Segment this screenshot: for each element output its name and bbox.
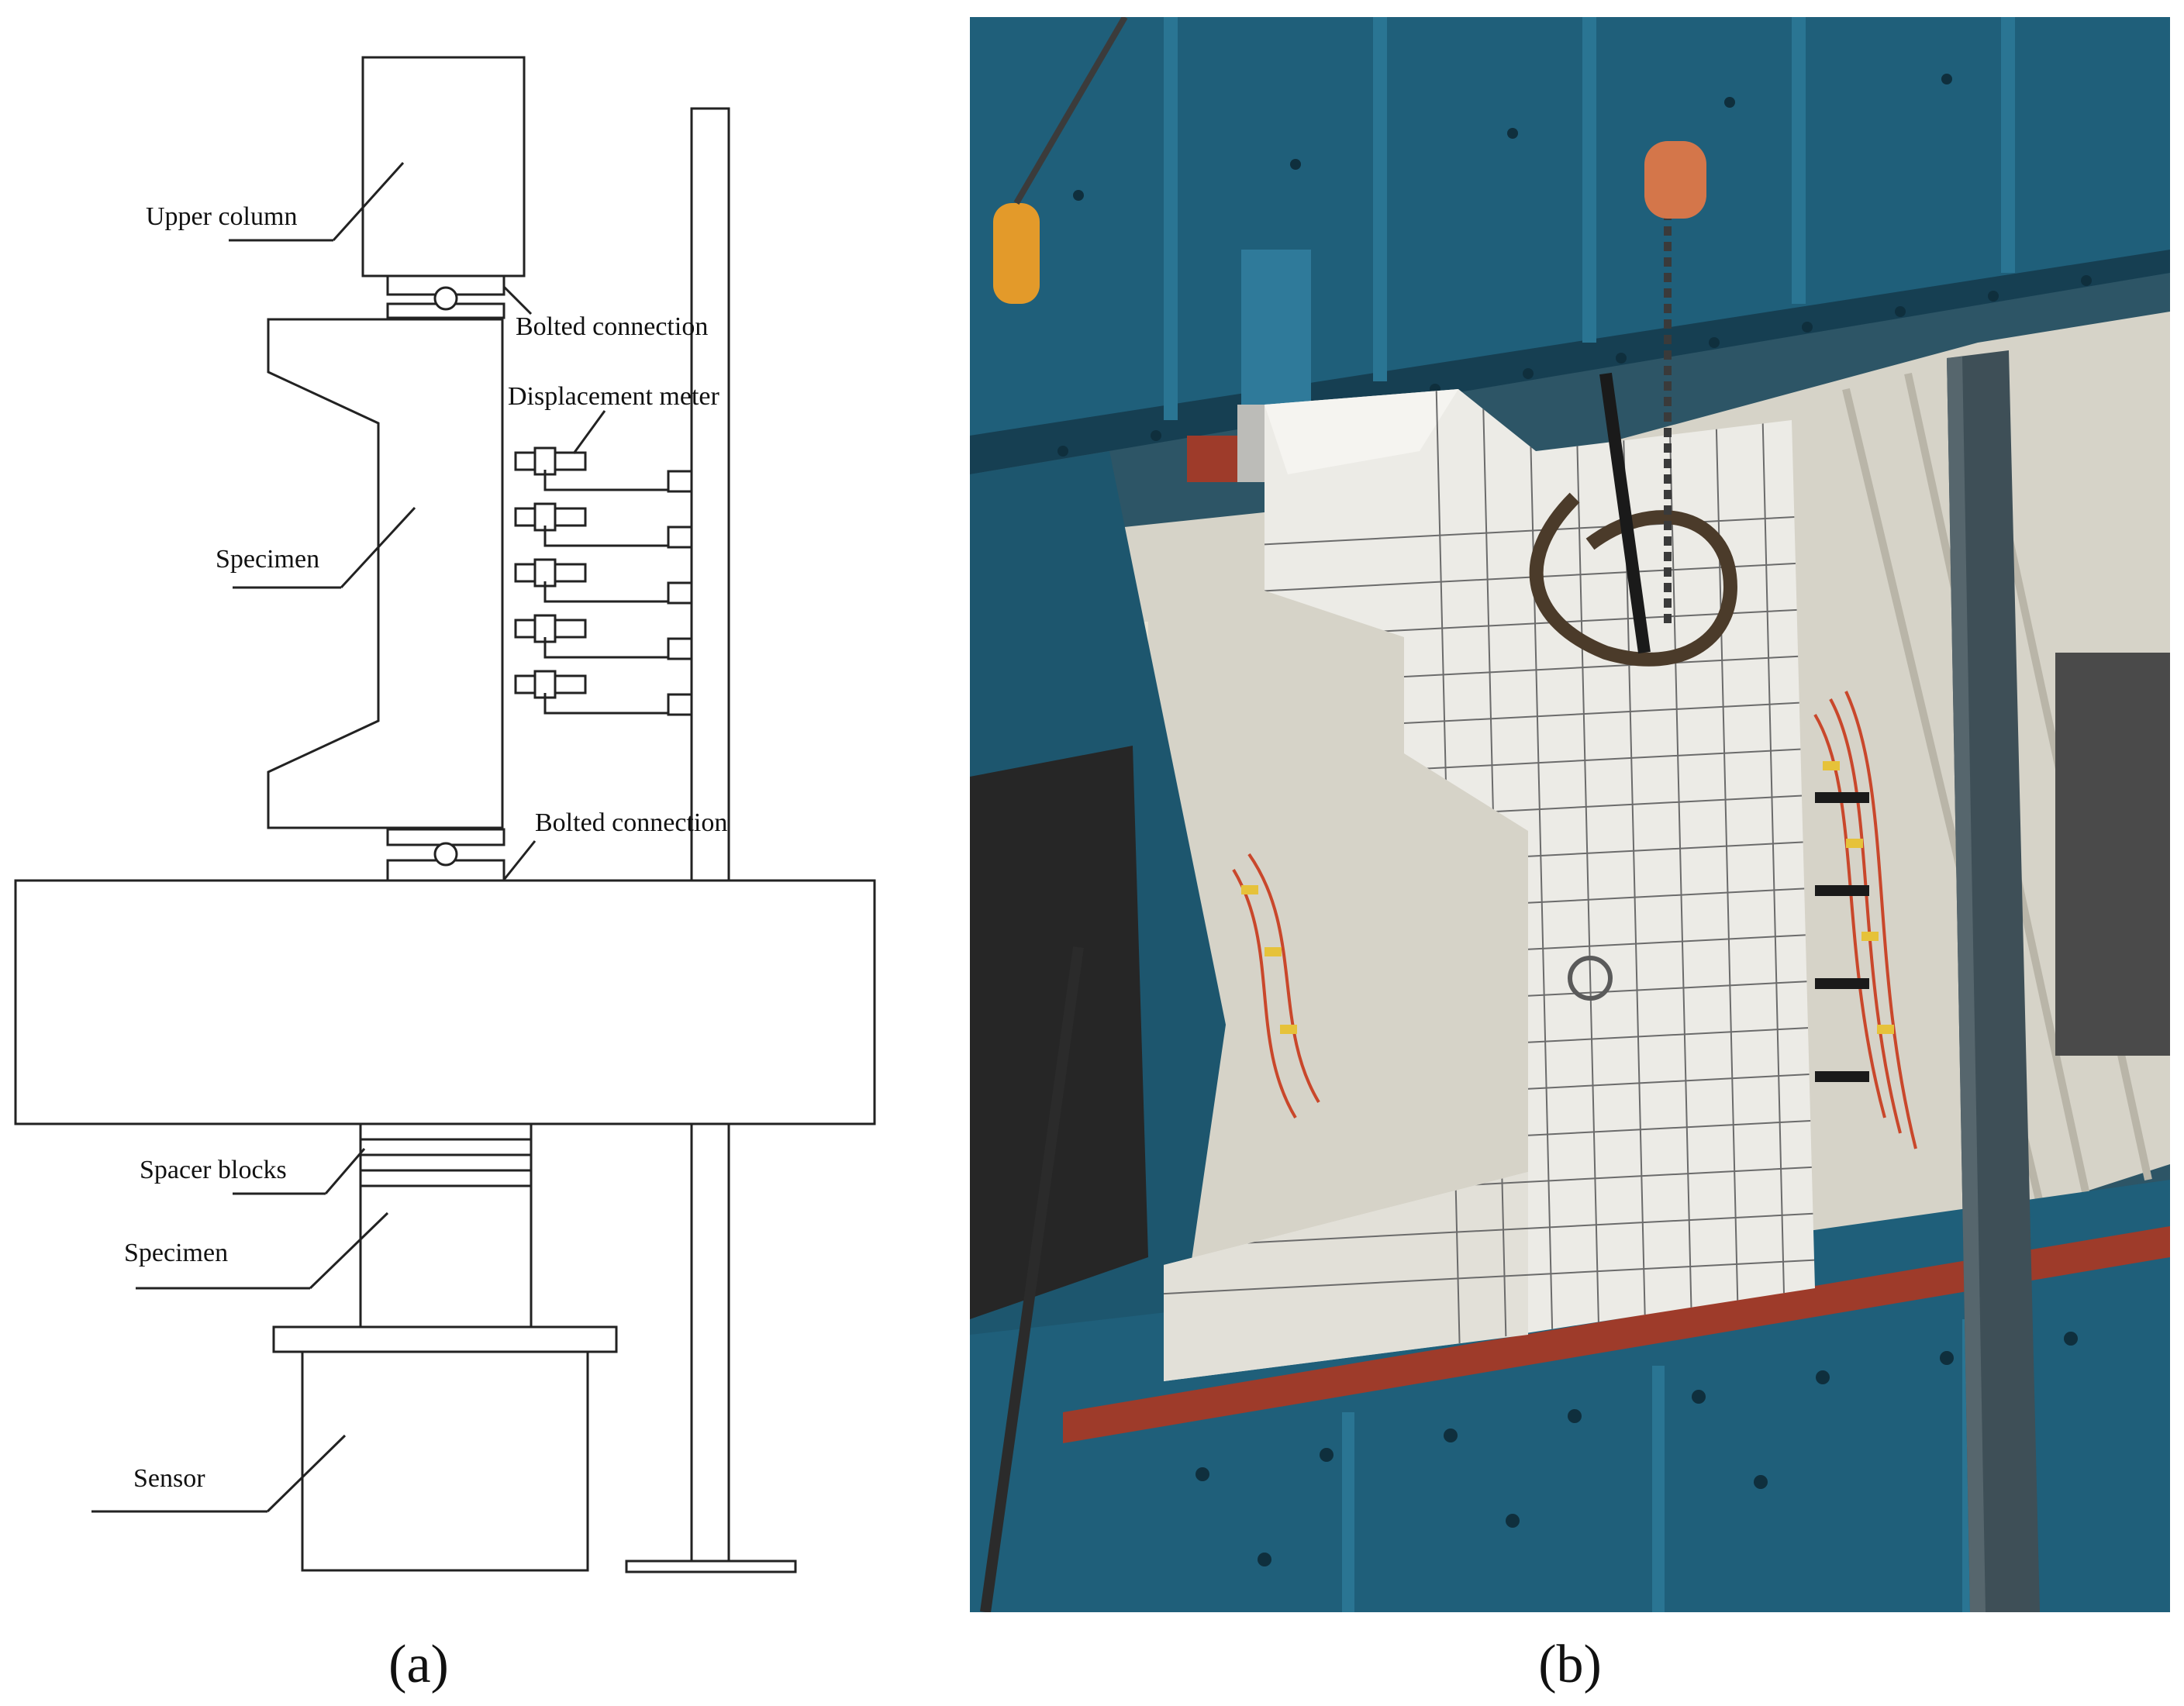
reference-post-edge — [1947, 357, 1986, 1612]
sensor-leader — [266, 1434, 347, 1513]
bottom-bolt-icon — [433, 842, 458, 867]
reaction-post-base — [625, 1560, 797, 1573]
caption-b: (b) — [1538, 1635, 1602, 1694]
dark-wall-panel — [2055, 653, 2170, 1056]
meter-mount — [667, 637, 693, 660]
rigging-rope — [980, 946, 1084, 1612]
upper-column-label: Upper column — [146, 202, 297, 231]
strain-gauge-wires — [1232, 691, 1917, 1149]
specimen-upper-leader — [340, 506, 416, 589]
bottom-bolt-leader — [502, 840, 537, 881]
displacement-meters — [514, 446, 693, 716]
meter-mount — [667, 526, 693, 549]
lifting-strap — [1529, 492, 1737, 667]
upper-specimen — [267, 318, 504, 829]
bolted-connection-top-label: Bolted connection — [516, 312, 708, 341]
displacement-meter — [514, 446, 693, 493]
specimen-top-face — [1265, 389, 1458, 474]
specimen-lower-label: Specimen — [124, 1239, 228, 1267]
test-setup-photo — [970, 17, 2170, 1612]
upper-column-leader — [332, 161, 405, 242]
spacer-blocks-label: Spacer blocks — [140, 1156, 287, 1184]
specimen-bracket-face — [1164, 1172, 1528, 1381]
pulley-block — [993, 203, 1040, 304]
photo-specimen — [1164, 389, 1815, 1381]
displacement-meter-label: Displacement meter — [508, 382, 720, 411]
red-base-plate — [1063, 1226, 2170, 1443]
spacer-leader — [324, 1148, 366, 1194]
bolt-holes-bottom — [1196, 1332, 2078, 1566]
specimen-lower-leader — [309, 1211, 389, 1290]
reaction-post — [690, 107, 730, 1567]
bolted-connection-bottom-label: Bolted connection — [535, 808, 727, 837]
meter-mount — [667, 470, 693, 493]
left-dark-panel — [970, 746, 1148, 1319]
top-connection-plate-upper — [386, 274, 505, 296]
displacement-meter-leader — [572, 410, 606, 454]
top-beam-stiffeners — [1164, 17, 2015, 420]
top-bolt-icon — [433, 286, 458, 311]
sensor-label: Sensor — [133, 1464, 205, 1493]
chain-hoist — [1644, 141, 1706, 219]
caption-a: (a) — [388, 1635, 449, 1694]
meter-mount — [667, 581, 693, 605]
displacement-meter — [514, 502, 693, 549]
specimen-hook — [1568, 956, 1613, 1001]
specimen-upper-label: Specimen — [216, 545, 319, 574]
sensor — [301, 1350, 589, 1572]
displacement-meter — [514, 614, 693, 660]
lower-specimen — [359, 1184, 533, 1329]
top-bolt-leader — [502, 285, 533, 315]
transducers — [1815, 792, 1869, 1082]
displacement-meter — [514, 558, 693, 605]
loading-beam — [14, 879, 876, 1125]
upper-column — [361, 56, 526, 277]
sensor-plate — [272, 1325, 618, 1353]
pulley-rope — [1013, 17, 1128, 205]
gauge-clips — [1241, 761, 1894, 1034]
meter-mount — [667, 693, 693, 716]
lifting-rod — [1599, 372, 1651, 654]
displacement-meter — [514, 670, 693, 716]
panel-a-schematic: Upper column Bolted connection Specimen — [14, 56, 876, 1694]
